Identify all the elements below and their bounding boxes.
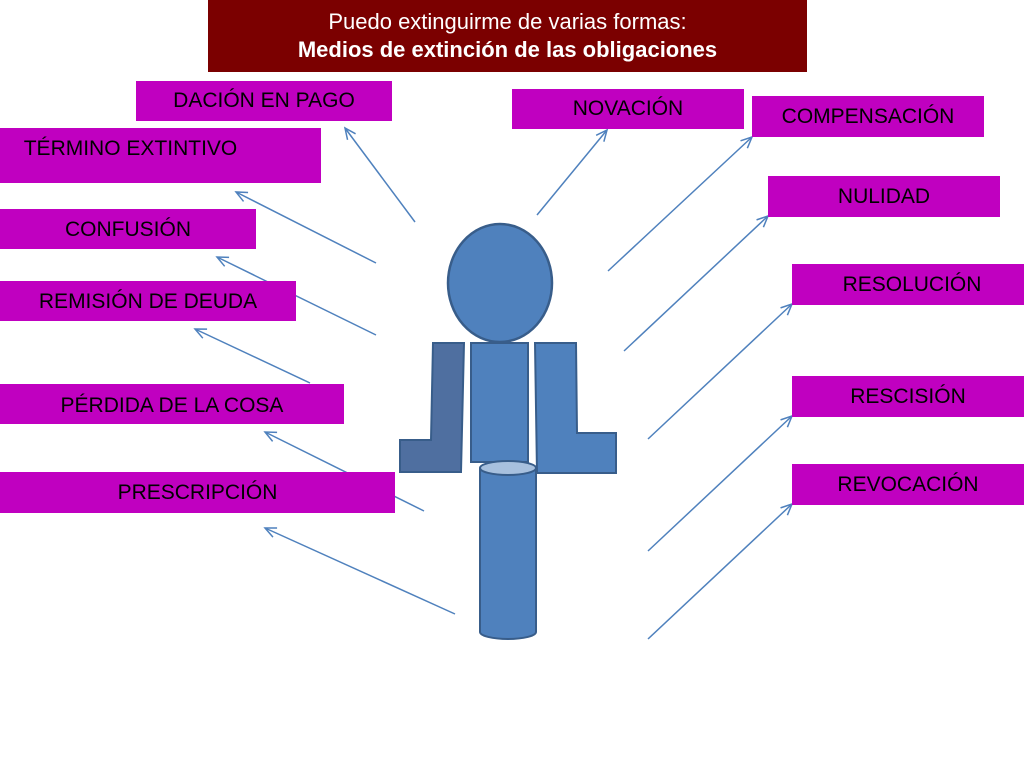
label-dacion-en-pago: DACIÓN EN PAGO [136, 81, 392, 121]
arrow-confusion [215, 256, 377, 336]
title-box: Puedo extinguirme de varias formas: Medi… [208, 0, 807, 72]
figure-left-arm [399, 342, 466, 473]
title-line2: Medios de extinción de las obligaciones [297, 37, 718, 62]
arrow-novacion [536, 128, 609, 216]
label-prescripcion: PRESCRIPCIÓN [0, 472, 395, 513]
arrow-dacion-en-pago [343, 126, 416, 223]
label-resolucion: RESOLUCIÓN [792, 264, 1024, 305]
label-confusion: CONFUSIÓN [0, 209, 256, 249]
figure-right-arm [533, 342, 617, 474]
label-novacion: NOVACIÓN [512, 89, 744, 129]
label-termino-extintivo: TÉRMINO EXTINTIVO [0, 128, 321, 183]
figure-leg-top [479, 460, 537, 476]
figure-leg [479, 468, 537, 640]
person-figure [399, 222, 617, 640]
arrow-resolucion [647, 302, 794, 440]
arrow-compensacion [607, 135, 754, 272]
arrow-revocacion [647, 502, 794, 640]
label-rescision: RESCISIÓN [792, 376, 1024, 417]
arrow-nulidad [623, 214, 770, 352]
label-compensacion: COMPENSACIÓN [752, 96, 984, 137]
label-remision-de-deuda: REMISIÓN DE DEUDA [0, 281, 296, 321]
title-line1: Puedo extinguirme de varias formas: [328, 9, 687, 34]
figure-torso [470, 342, 529, 463]
arrow-termino-extintivo [234, 191, 377, 264]
label-revocacion: REVOCACIÓN [792, 464, 1024, 505]
figure-head [446, 222, 554, 344]
label-perdida-de-la-cosa: PÉRDIDA DE LA COSA [0, 384, 344, 424]
arrow-remision-de-deuda [193, 328, 311, 384]
label-nulidad: NULIDAD [768, 176, 1000, 217]
arrow-perdida-de-la-cosa [263, 431, 425, 512]
arrow-prescripcion [263, 527, 456, 615]
arrow-rescision [647, 414, 794, 552]
